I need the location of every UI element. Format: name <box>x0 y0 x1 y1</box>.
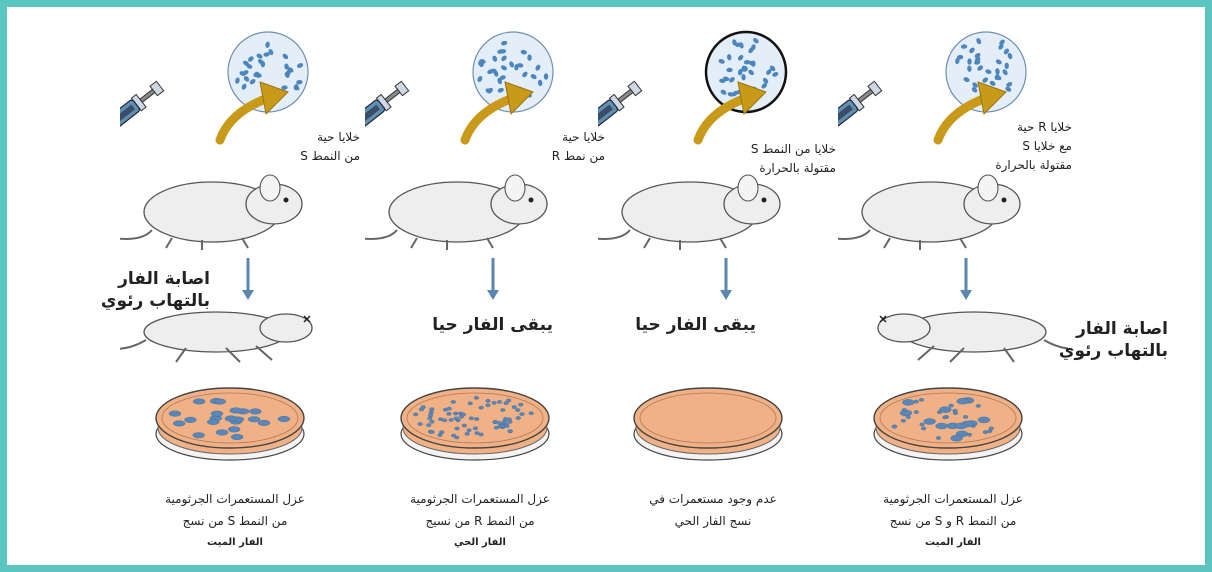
injection-label: خلايا R حية مع خلايا S مقتولة بالحرارة <box>995 118 1072 175</box>
syringe-icon <box>365 80 410 166</box>
syringe-icon <box>598 80 643 166</box>
petri-dish-icon <box>634 388 782 460</box>
panel-type-r-live: خلايا حية من نمط R يبقى الفار حيا عزل ال… <box>365 0 595 572</box>
dead-mouse-icon <box>120 312 312 362</box>
outcome-label: يبقى الفار حيا <box>635 314 756 336</box>
down-arrow-icon <box>487 258 499 300</box>
syringe-icon <box>120 80 165 166</box>
panel-graphics <box>120 0 350 480</box>
mouse-icon <box>365 175 547 250</box>
mouse-icon <box>120 175 302 250</box>
mouse-icon <box>598 175 780 250</box>
result-label: عزل المستعمرات الجرثومية من النمط R من ن… <box>365 488 595 554</box>
down-arrow-icon <box>242 258 254 300</box>
panel-type-s-live: خلايا حية من النمط S اصابة الفار بالتهاب… <box>120 0 350 572</box>
result-label: عدم وجود مستعمرات في نسج الفار الحي <box>598 488 828 532</box>
mouse-icon <box>838 175 1020 250</box>
syringe-icon <box>838 80 883 166</box>
petri-dish-icon <box>156 388 304 460</box>
dead-mouse-icon <box>878 312 1068 362</box>
panel-type-s-heat-killed: خلايا من النمط S مقتولة بالحرارة يبقى ال… <box>598 0 828 572</box>
panel-graphics <box>598 0 828 480</box>
down-arrow-icon <box>720 258 732 300</box>
down-arrow-icon <box>960 258 972 300</box>
injection-label: خلايا حية من النمط S <box>300 128 360 166</box>
panel-type-r-plus-heat-killed-s: خلايا R حية مع خلايا S مقتولة بالحرارة ا… <box>838 0 1068 572</box>
result-label: عزل المستعمرات الجرثومية من النمط R و S … <box>838 488 1068 554</box>
outcome-label: اصابة الفار بالتهاب رئوي <box>1059 318 1168 362</box>
petri-dish-icon <box>401 388 549 460</box>
result-label: عزل المستعمرات الجرثومية من النمط S من ن… <box>120 488 350 554</box>
injection-label: خلايا من النمط S مقتولة بالحرارة <box>751 140 836 178</box>
outcome-label: اصابة الفار بالتهاب رئوي <box>101 268 210 312</box>
panel-graphics <box>838 0 1068 480</box>
petri-dish-icon <box>874 388 1022 460</box>
outcome-label: يبقى الفار حيا <box>432 314 553 336</box>
panel-graphics <box>365 0 595 480</box>
